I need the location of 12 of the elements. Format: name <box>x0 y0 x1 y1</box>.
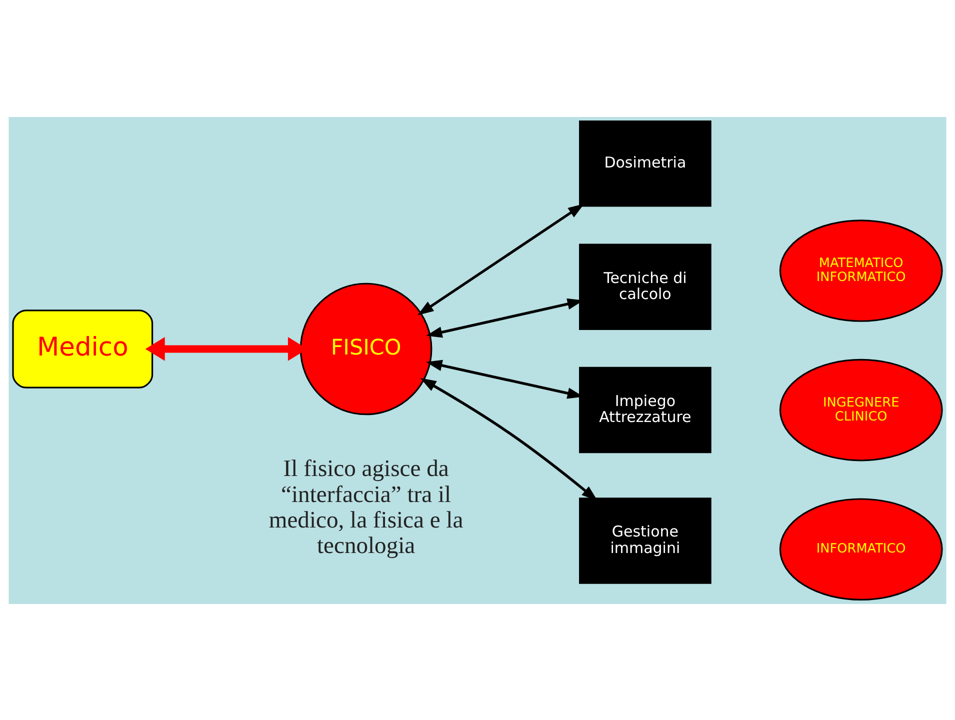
node-box: Tecniche di calcolo <box>579 243 712 330</box>
node-box: Dosimetria <box>579 120 712 206</box>
node-ellipse: INFORMATICO <box>779 498 943 600</box>
arrow <box>420 377 598 500</box>
node-box: Gestione immagini <box>579 497 712 584</box>
node-ellipse: MATEMATICO INFORMATICO <box>779 219 943 322</box>
label: Il fisico agisce da “interfaccia” tra il medico, la fisica e la tecnologia <box>268 456 464 559</box>
node-box: Medico <box>12 309 154 388</box>
arrow <box>418 203 584 315</box>
node-box: Impiego Attrezzature <box>579 366 712 453</box>
node-circle: FISICO <box>300 282 432 415</box>
node-ellipse: INGEGNERE CLINICO <box>779 358 943 461</box>
